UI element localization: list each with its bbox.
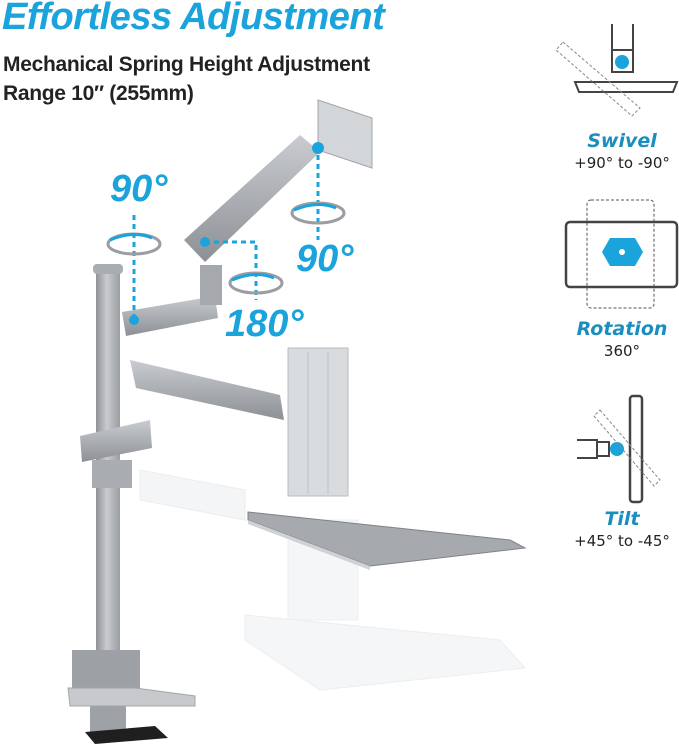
feature-tilt-label: Tilt	[604, 508, 640, 530]
ghost-lowered-position	[139, 469, 527, 691]
page-title: Effortless Adjustment	[2, 0, 385, 38]
feature-rotation-label: Rotation	[576, 318, 668, 340]
elbow-rotation-label: 180°	[225, 303, 304, 345]
laptop-tray	[247, 347, 527, 570]
feature-swivel-label: Swivel	[587, 130, 657, 152]
pole-rotation-label: 90°	[110, 168, 168, 210]
tilt-icon	[577, 394, 661, 504]
subtitle: Mechanical Spring Height Adjustment Rang…	[3, 50, 370, 108]
rotation-icon	[564, 199, 679, 309]
lower-arm	[80, 360, 284, 488]
feature-rotation-value: 360°	[603, 342, 641, 360]
desk-clamp	[67, 650, 196, 744]
subtitle-line-2: Range 10″ (255mm)	[3, 82, 194, 105]
vesa-plate	[312, 99, 373, 169]
feature-tilt-value: +45° to -45°	[574, 532, 670, 550]
subtitle-line-1: Mechanical Spring Height Adjustment	[3, 53, 370, 76]
swivel-icon	[555, 24, 679, 117]
head-rotation-label: 90°	[296, 238, 354, 280]
rotation-arrows	[106, 155, 346, 320]
upper-arm	[122, 135, 320, 336]
feature-swivel-value: +90° to -90°	[574, 154, 670, 172]
